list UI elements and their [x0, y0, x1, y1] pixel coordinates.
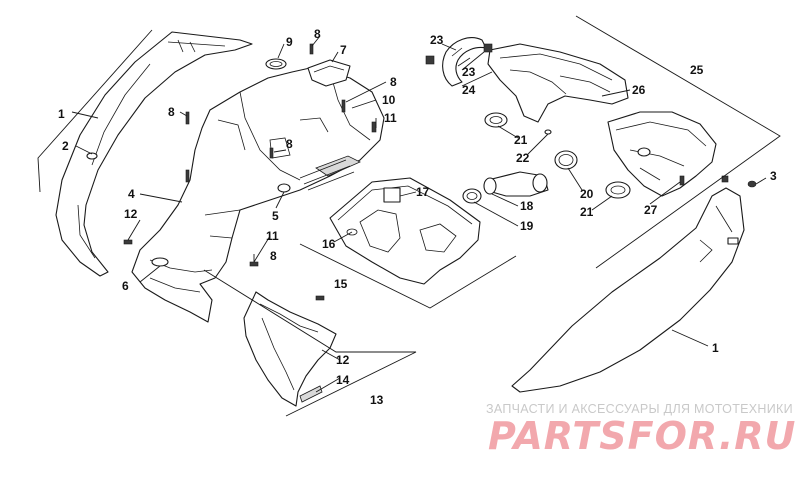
callout-17: 17	[416, 185, 430, 199]
lower-front-fascia	[243, 291, 337, 407]
callout-8: 8	[168, 105, 175, 119]
callout-4: 4	[128, 187, 135, 201]
callout-1: 1	[712, 341, 719, 355]
grommet	[265, 58, 287, 70]
callout-14: 14	[336, 373, 350, 387]
leader-lines	[71, 35, 767, 393]
callout-1: 1	[58, 107, 65, 121]
group-brackets	[37, 15, 781, 417]
callout-11: 11	[266, 229, 279, 243]
intake-ring	[462, 188, 482, 204]
callout-23: 23	[430, 33, 444, 47]
callout-2: 2	[62, 139, 69, 153]
callout-11: 11	[384, 111, 397, 125]
callout-8: 8	[286, 137, 293, 151]
seal-lower	[605, 181, 631, 199]
watermark-brand: PARTSFOR.RU	[488, 414, 797, 458]
callout-24: 24	[462, 83, 476, 97]
watermark-tagline: ЗАПЧАСТИ И АКСЕССУАРЫ ДЛЯ МОТОТЕХНИКИ	[486, 402, 793, 416]
callout-23: 23	[462, 65, 476, 79]
callout-12: 12	[336, 353, 350, 367]
callout-3: 3	[770, 169, 777, 183]
callout-10: 10	[382, 93, 396, 107]
callout-21: 21	[580, 205, 594, 219]
callout-7: 7	[340, 43, 347, 57]
callout-21: 21	[514, 133, 528, 147]
right-side-panel	[511, 187, 745, 393]
callout-19: 19	[520, 219, 534, 233]
callout-26: 26	[632, 83, 646, 97]
callout-27: 27	[644, 203, 658, 217]
seal-upper	[484, 112, 508, 128]
callout-9: 9	[286, 35, 293, 49]
callout-18: 18	[520, 199, 534, 213]
callout-22: 22	[516, 151, 530, 165]
callout-25: 25	[690, 63, 704, 77]
callout-12: 12	[124, 207, 138, 221]
air-box-tray	[329, 177, 481, 285]
callout-13: 13	[370, 393, 384, 407]
callout-8: 8	[314, 27, 321, 41]
intake-boot	[483, 171, 549, 197]
callout-5: 5	[272, 209, 279, 223]
callout-6: 6	[122, 279, 129, 293]
callout-15: 15	[334, 277, 348, 291]
air-box-housing	[607, 111, 717, 197]
fasteners	[123, 43, 757, 301]
callout-20: 20	[580, 187, 594, 201]
callout-8: 8	[390, 75, 397, 89]
hose-clamp	[554, 150, 578, 170]
intake-hose	[425, 37, 493, 87]
left-side-panel	[55, 31, 253, 277]
hood-cover	[307, 59, 351, 87]
upper-intake-duct	[487, 43, 629, 123]
callout-16: 16	[322, 237, 336, 251]
callout-labels: 1 2 4 8 9 8 7 8 10 11 8 5 12 6 11 8 12 1…	[58, 27, 777, 407]
callout-8: 8	[270, 249, 277, 263]
